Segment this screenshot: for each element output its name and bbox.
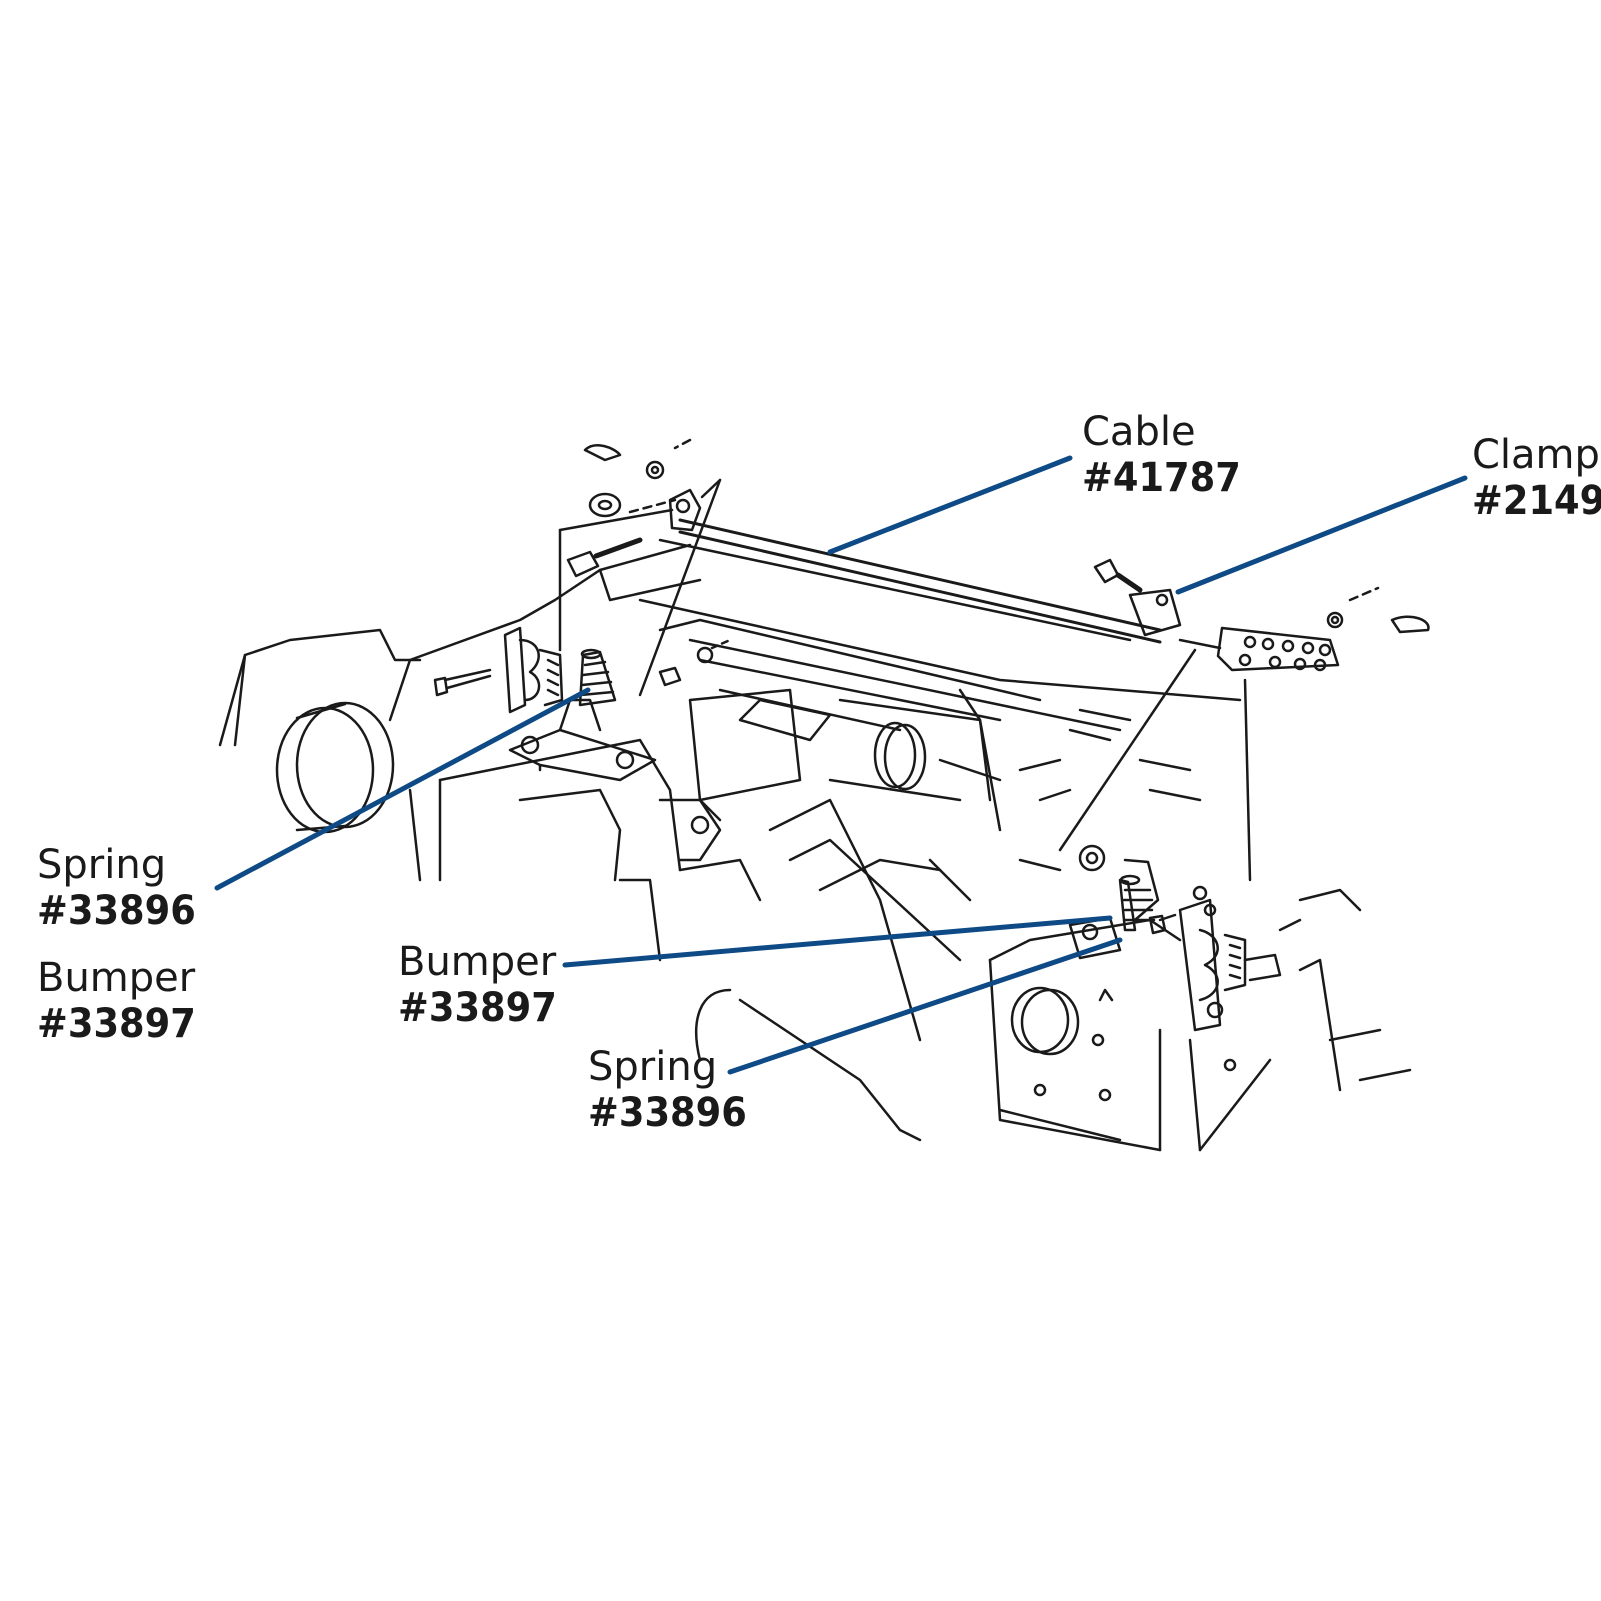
right-clamp-drawing xyxy=(1058,558,1430,882)
label-bumper-center: Bumper #33897 xyxy=(398,942,571,1028)
label-bumper-center-name: Bumper xyxy=(398,939,557,985)
label-spring-left: Spring #33896 xyxy=(37,845,210,931)
label-clamp: Clamp #2149 xyxy=(1472,435,1601,521)
label-bumper-center-part-number: #33897 xyxy=(398,985,557,1031)
leader-spring-left xyxy=(214,687,591,891)
left-fender-headlamp xyxy=(218,568,602,834)
label-cable-part-number: #41787 xyxy=(1082,455,1241,501)
left-latch-assembly xyxy=(433,626,732,782)
label-spring-left-part-number: #33896 xyxy=(37,888,196,934)
label-bumper-left: Bumper #33897 xyxy=(37,958,210,1044)
leader-bumper-center xyxy=(562,915,1113,968)
cable-drawing xyxy=(658,518,1162,644)
leader-lines xyxy=(214,455,1468,1075)
label-spring-center: Spring #33896 xyxy=(588,1047,761,1133)
label-clamp-part-number: #2149 xyxy=(1472,478,1601,524)
label-bumper-left-name: Bumper xyxy=(37,955,196,1001)
leader-spring-center xyxy=(727,937,1123,1075)
right-latch-assembly xyxy=(1068,844,1282,1032)
leader-cable xyxy=(827,455,1073,555)
label-cable-name: Cable xyxy=(1082,409,1196,455)
label-spring-left-name: Spring xyxy=(37,842,167,888)
label-spring-center-part-number: #33896 xyxy=(588,1090,747,1136)
radiator-support xyxy=(408,543,1242,1142)
label-clamp-name: Clamp xyxy=(1472,432,1600,478)
left-cable-bracket xyxy=(558,478,722,697)
leader-clamp xyxy=(1175,475,1468,595)
label-bumper-left-part-number: #33897 xyxy=(37,1001,196,1047)
left-fasteners xyxy=(566,438,692,578)
label-spring-center-name: Spring xyxy=(588,1044,718,1090)
label-cable: Cable #41787 xyxy=(1082,412,1255,498)
